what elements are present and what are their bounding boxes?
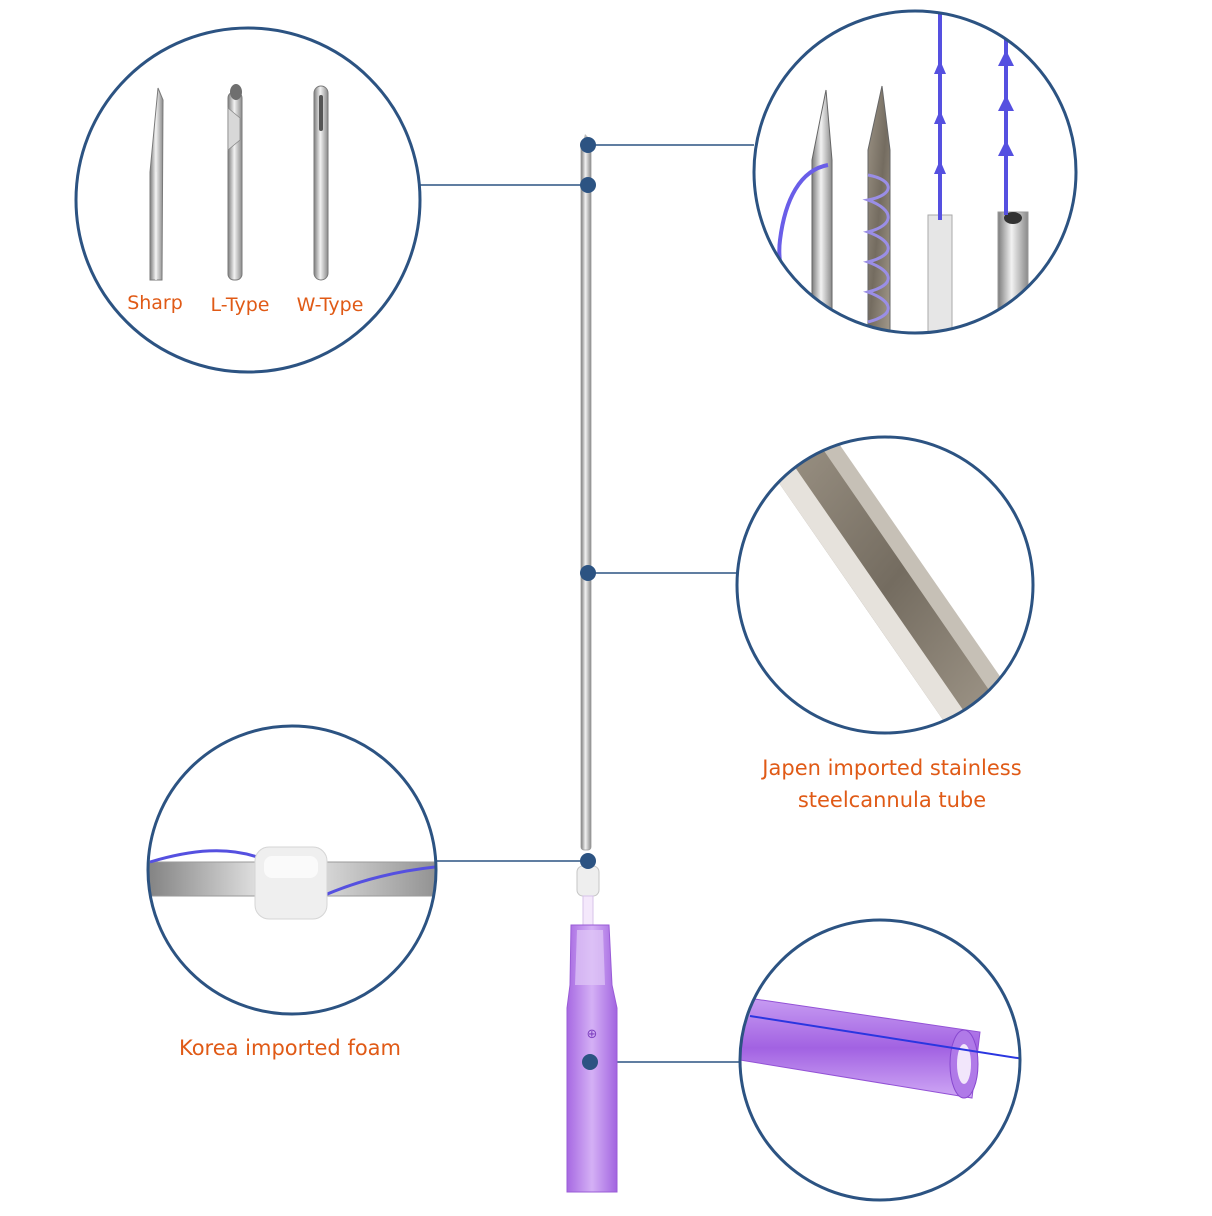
cannula-product: ⊕ [566, 134, 618, 1193]
foam-label: Korea imported foam [178, 1036, 402, 1060]
hub-callout [738, 918, 1022, 1202]
tip-type-label-l-type: L-Type [210, 294, 270, 316]
sharp-needle-with-thread-icon [777, 89, 833, 333]
barbed-thread-icon [927, 11, 953, 333]
w-type-needle-tip-icon [313, 85, 329, 281]
anchor-dot-foam [580, 853, 596, 869]
tip-type-label-w-type: W-Type [296, 294, 364, 316]
l-type-needle-tip-icon [227, 84, 243, 281]
tip-type-label-sharp: Sharp [127, 292, 183, 314]
spiral-thread-needle-icon [862, 85, 891, 333]
cannula-tube-callout [735, 435, 1035, 735]
thread-tips-callout [752, 9, 1078, 335]
anchor-dots [580, 137, 598, 1070]
anchor-dot-tip-types [580, 177, 596, 193]
anchor-dot-tip [580, 137, 596, 153]
cannula-label-line1: Japen imported stainless [762, 756, 1022, 780]
steel-cannula-shaft [580, 139, 592, 851]
anchor-dot-cannula [580, 565, 596, 581]
cannula-label-line2: steelcannula tube [797, 788, 987, 812]
tip-types-callout [74, 26, 422, 374]
foam-collar [576, 865, 600, 897]
sharp-needle-tip-icon [149, 87, 164, 281]
hub-neck [582, 895, 594, 927]
foam-callout [146, 724, 438, 1016]
svg-text:⊕: ⊕ [587, 1027, 598, 1042]
anchor-dot-hub [582, 1054, 598, 1070]
cannula-tube-closeup [770, 440, 1010, 730]
